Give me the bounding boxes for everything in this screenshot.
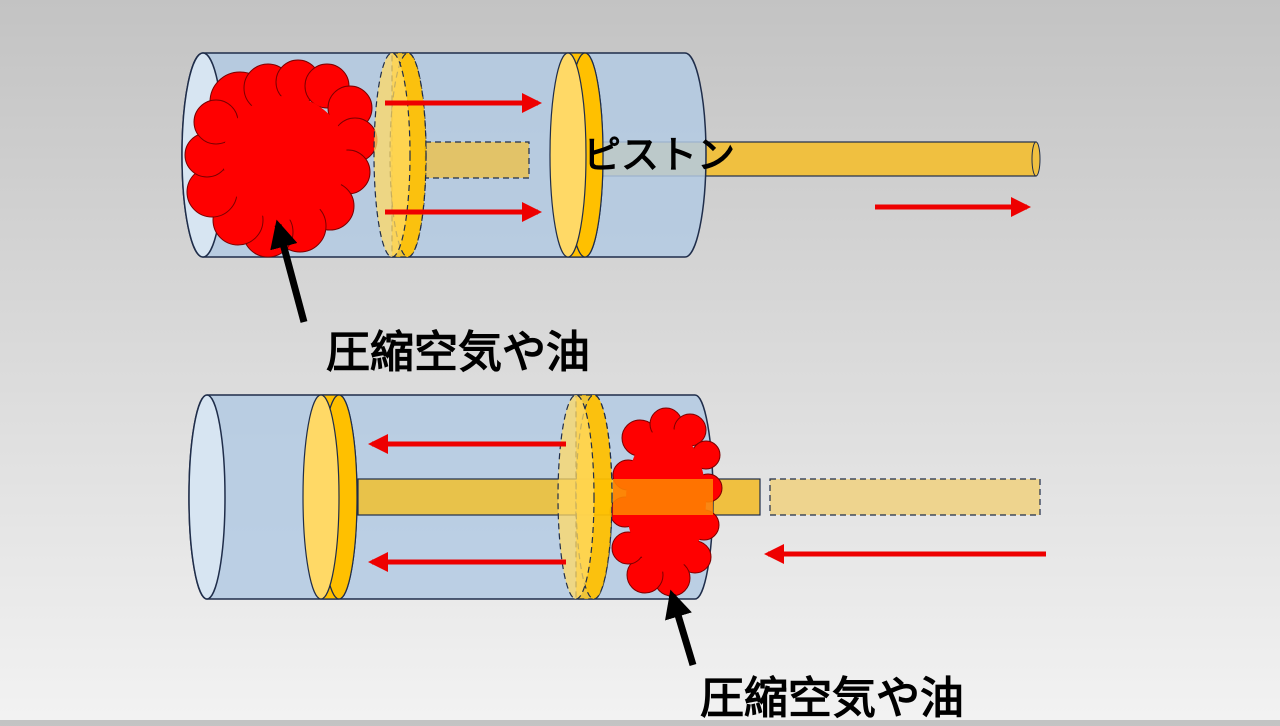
top-cylinder [181, 52, 1041, 323]
fluid-label-top: 圧縮空気や油 [326, 327, 590, 378]
bottom-piston [302, 394, 358, 600]
bottom-rod-ghost [769, 478, 1041, 516]
bottom-piston-ghost [557, 394, 613, 600]
bottom-cylinder [188, 394, 1046, 667]
bottom-cylinder-end [188, 394, 226, 600]
top-piston [549, 52, 604, 258]
top-compressed-fluid [184, 59, 378, 258]
top-pointer-arrow [270, 219, 308, 323]
fluid-label-bottom: 圧縮空気や油 [700, 673, 964, 724]
piston-label: ピストン [583, 133, 736, 177]
bottom-pointer-arrow [665, 589, 697, 667]
